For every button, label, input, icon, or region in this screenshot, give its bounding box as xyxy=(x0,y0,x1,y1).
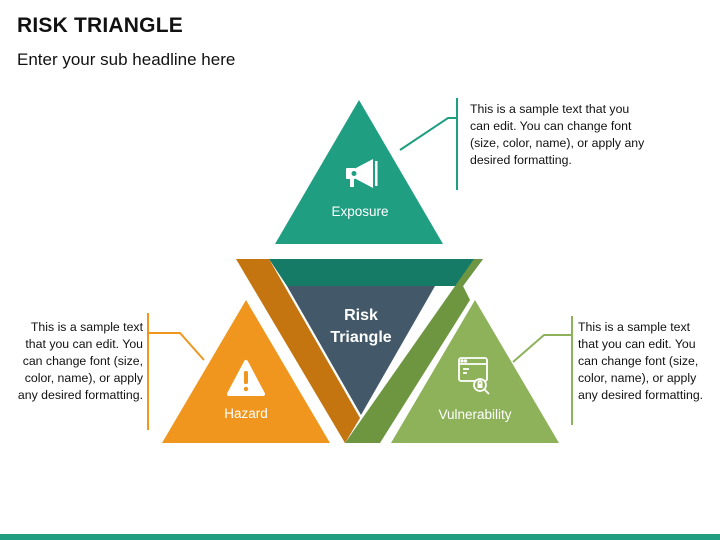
security-scan-icon xyxy=(458,357,490,395)
bottom-accent-bar xyxy=(0,534,720,540)
vulnerability-triangle xyxy=(391,300,559,443)
warning-icon xyxy=(227,360,265,396)
callout-text-right: This is a sample text that you can edit.… xyxy=(578,320,704,402)
center-label-line2: Triangle xyxy=(330,329,391,346)
connector-top xyxy=(399,98,458,190)
callout-text-left: This is a sample text that you can edit.… xyxy=(17,320,143,402)
page-subtitle: Enter your sub headline here xyxy=(17,50,236,69)
megaphone-icon xyxy=(346,159,378,188)
frame-band-top xyxy=(269,259,483,286)
callout-text-top: This is a sample text that you can edit.… xyxy=(470,102,645,167)
frame-band-right xyxy=(345,259,483,443)
page-title: RISK TRIANGLE xyxy=(17,14,183,37)
center-triangle xyxy=(287,286,435,415)
frame-band-left xyxy=(236,259,360,443)
exposure-label: Exposure xyxy=(331,204,388,219)
center-label-line1: Risk xyxy=(344,307,378,324)
connector-right xyxy=(512,316,573,425)
vulnerability-label: Vulnerability xyxy=(438,407,511,422)
hazard-label: Hazard xyxy=(224,406,268,421)
connector-left xyxy=(147,313,205,430)
